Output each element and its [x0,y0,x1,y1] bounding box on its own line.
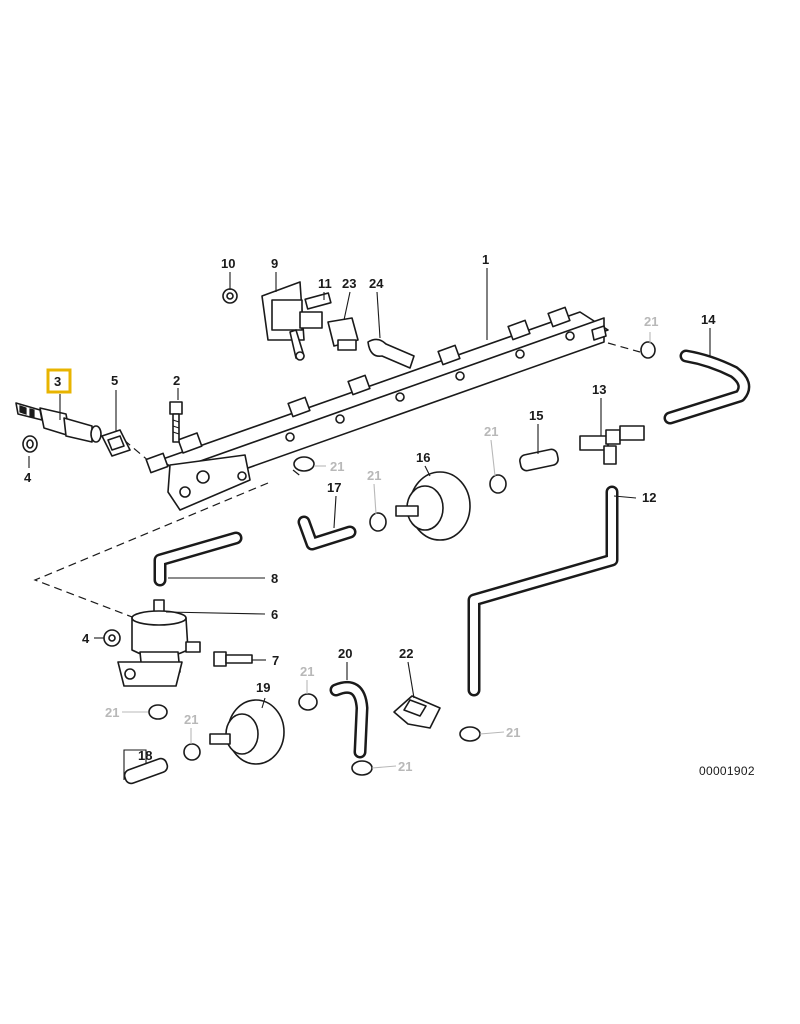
plug-connector[interactable] [327,317,359,351]
cold-start-valve[interactable] [261,281,323,361]
highlight-box-part-3 [46,368,72,394]
fuel-hose-14[interactable] [663,349,751,425]
callout-1[interactable]: 1 [482,252,489,267]
callout-14[interactable]: 14 [701,312,716,327]
regulator-washer[interactable] [103,629,121,647]
callout-labels: 1 2 3 4 4 5 6 7 8 9 10 11 12 13 14 15 16… [24,252,716,774]
pressure-damper-16[interactable] [395,471,471,541]
fuel-hose-12[interactable] [467,485,619,697]
fuel-rail[interactable] [145,306,609,511]
callout-13[interactable]: 13 [592,382,606,397]
hose-clamps[interactable] [148,456,507,776]
callout-24[interactable]: 24 [369,276,384,291]
callout-22[interactable]: 22 [399,646,413,661]
callout-21h[interactable]: 21 [398,759,412,774]
callout-21c[interactable]: 21 [367,468,381,483]
regulator-bolt[interactable] [213,651,253,667]
hose-17[interactable] [297,515,357,551]
callout-4b[interactable]: 4 [82,631,90,646]
injector-o-ring[interactable] [22,435,38,453]
leader-lines [28,268,711,780]
hose-clamp-14[interactable] [640,341,656,359]
callout-21i[interactable]: 21 [506,725,520,740]
callout-21f[interactable]: 21 [184,712,198,727]
callout-10[interactable]: 10 [221,256,235,271]
hose-20[interactable] [329,680,369,759]
callout-21d[interactable]: 21 [484,424,498,439]
pressure-regulator[interactable] [117,531,243,687]
fuel-injector[interactable] [15,402,102,443]
callout-3[interactable]: 3 [54,374,61,389]
callout-21e[interactable]: 21 [105,705,119,720]
injector-clip[interactable] [101,429,131,457]
hose-holder-22[interactable] [393,695,441,729]
sealing-washer[interactable] [222,288,238,304]
drawing-code: 00001902 [699,764,755,778]
callout-21a[interactable]: 21 [644,314,658,329]
callout-19[interactable]: 19 [256,680,270,695]
pressure-damper-19[interactable] [209,699,285,765]
rubber-boot[interactable] [367,338,415,369]
callout-5[interactable]: 5 [111,373,118,388]
hose-15[interactable] [519,448,559,472]
callout-20[interactable]: 20 [338,646,352,661]
callout-8[interactable]: 8 [271,571,278,586]
callout-12[interactable]: 12 [642,490,656,505]
callout-6[interactable]: 6 [271,607,278,622]
callout-9[interactable]: 9 [271,256,278,271]
callout-15[interactable]: 15 [529,408,543,423]
callout-2[interactable]: 2 [173,373,180,388]
callout-18[interactable]: 18 [138,748,152,763]
t-piece[interactable] [579,425,645,465]
hose-18[interactable] [123,757,169,785]
callout-17[interactable]: 17 [327,480,341,495]
callout-23[interactable]: 23 [342,276,356,291]
fillister-screw[interactable] [304,292,332,310]
callout-4a[interactable]: 4 [24,470,32,485]
callout-16[interactable]: 16 [416,450,430,465]
dashed-reference-lines [33,342,641,621]
callout-21b[interactable]: 21 [330,459,344,474]
callout-21g[interactable]: 21 [300,664,314,679]
callout-11[interactable]: 11 [318,276,332,291]
callout-7[interactable]: 7 [272,653,279,668]
rail-bolt[interactable] [169,401,183,443]
